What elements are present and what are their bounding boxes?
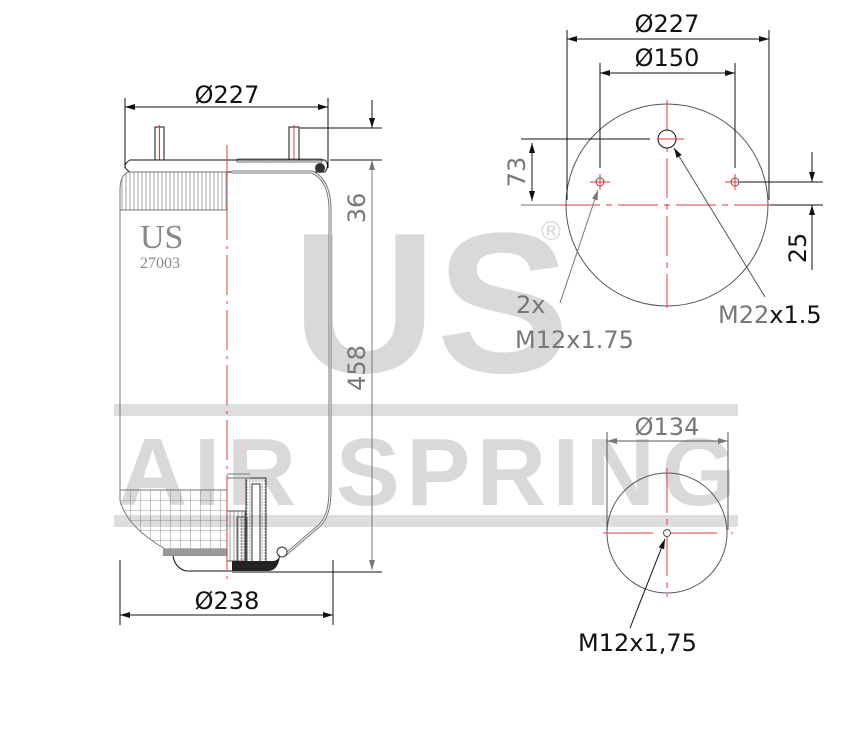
offset-25-label: 25: [784, 233, 812, 264]
stud-thread-label: M12x1.75: [515, 326, 634, 354]
part-number: 27003: [140, 255, 180, 272]
watermark-bar-bottom: [114, 515, 738, 527]
top-outer-diameter-label: Ø227: [635, 10, 700, 38]
offset-73-label: 73: [503, 157, 531, 188]
bolt-circle-label: Ø150: [635, 44, 700, 72]
top-view: Ø227 Ø150 73 25 2x M12x1.75: [503, 10, 823, 354]
air-inlet-thread-pitch: x1.5: [769, 301, 821, 329]
bottom-view: Ø134 M12x1,75: [578, 413, 733, 657]
bottom-thread-label: M12x1,75: [578, 629, 697, 657]
watermark-brand: US: [292, 192, 570, 415]
stud-height-label: 36: [343, 193, 371, 224]
watermark-registered-mark: ®: [538, 217, 564, 247]
watermark: US ® AIR SPRING: [114, 192, 738, 527]
side-bottom-diameter-label: Ø238: [195, 587, 260, 615]
air-inlet-thread-label: M22x1.5: [718, 301, 822, 329]
part-brand: US: [140, 219, 183, 256]
overall-height-label: 458: [343, 345, 371, 391]
side-top-diameter-label: Ø227: [195, 81, 260, 109]
bottom-thread-hole: [663, 529, 671, 537]
watermark-bar-top: [114, 404, 738, 416]
stud-qty-label: 2x: [516, 291, 545, 319]
air-inlet-thread-size: M22: [718, 301, 769, 329]
side-view: Ø227 US 27003: [119, 81, 382, 625]
bottom-diameter-label: Ø134: [635, 413, 700, 441]
